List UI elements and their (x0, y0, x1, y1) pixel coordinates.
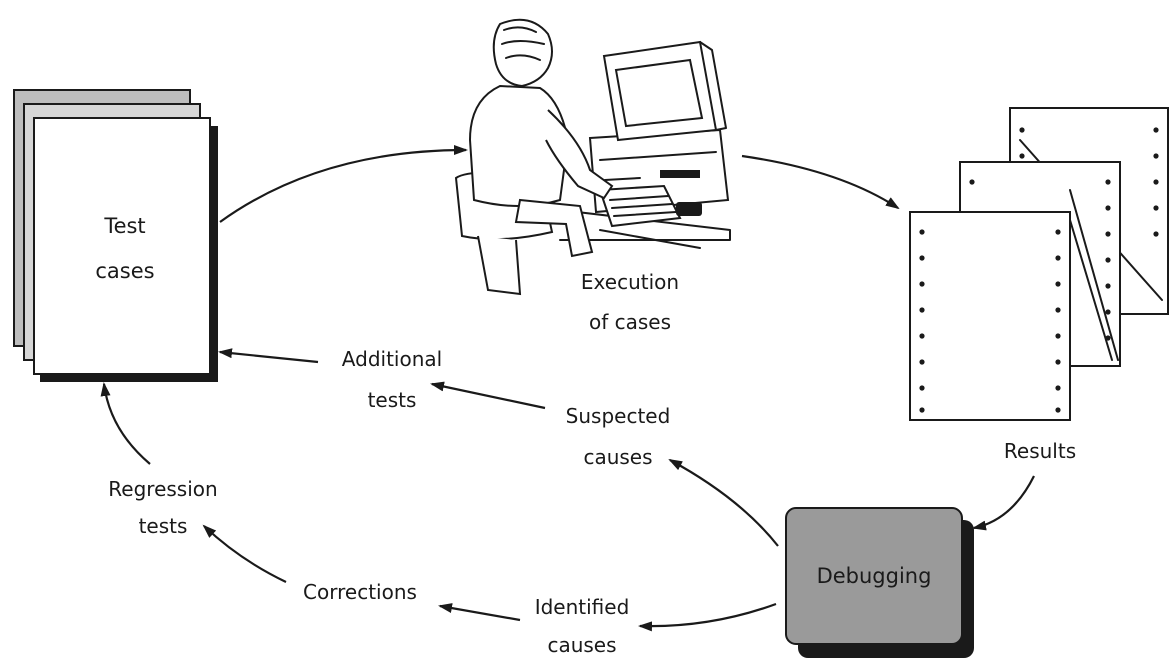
arrow-debugging-to-suspected-causes (668, 459, 779, 547)
arrow-corrections-to-regression-tests (202, 524, 287, 583)
execution-node: Execution of cases (454, 18, 731, 334)
identified-causes-label-line2: causes (547, 633, 616, 657)
additional-tests-label-line1: Additional (342, 347, 442, 371)
arrow-execution-to-results (741, 154, 900, 210)
execution-label-line2: of cases (589, 310, 671, 334)
additional-tests-label-line2: tests (368, 388, 417, 412)
suspected-causes-label-line1: Suspected (566, 404, 671, 428)
corrections-label: Corrections (303, 580, 417, 604)
debugging-label: Debugging (817, 564, 932, 588)
arrow-test-cases-to-execution (219, 145, 468, 223)
person-at-computer-icon (454, 18, 731, 296)
arrow-additional-tests-to-test-cases (218, 348, 319, 364)
arrow-results-to-debugging (972, 475, 1035, 531)
suspected-causes-label-line2: causes (583, 445, 652, 469)
debugging-box (785, 507, 963, 645)
arrow-suspected-to-additional-tests (430, 381, 546, 410)
printout-stack-icon (909, 107, 1169, 421)
regression-tests-label-line1: Regression (108, 477, 217, 501)
document-stack-icon (13, 89, 218, 382)
identified-causes-label-line1: Identified (535, 595, 630, 619)
test-cases-label-line1: Test (103, 214, 145, 238)
debugging-node: Debugging (785, 507, 974, 658)
test-cases-node: Test cases (13, 89, 218, 382)
results-label: Results (1004, 439, 1076, 463)
arrow-regression-to-test-cases (100, 382, 151, 465)
arrow-identified-to-corrections (438, 603, 521, 622)
test-cases-label-line2: cases (95, 259, 154, 283)
results-node: Results (909, 107, 1169, 463)
regression-tests-label-line2: tests (139, 514, 188, 538)
arrow-debugging-to-identified-causes (638, 602, 777, 632)
execution-label-line1: Execution (581, 270, 679, 294)
